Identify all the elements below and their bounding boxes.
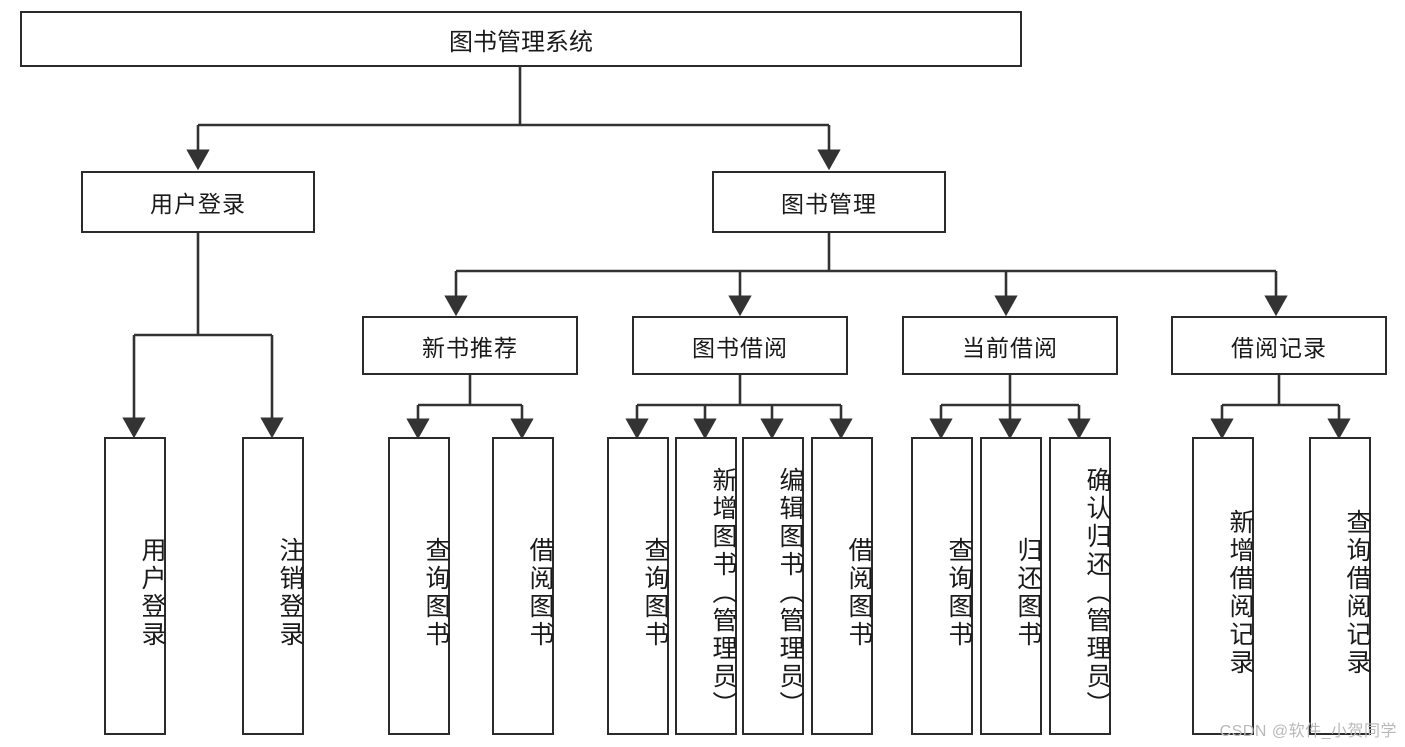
leaf-query-borrow-record[interactable]: 查询借阅记录 [1309,437,1371,735]
node-current-borrow[interactable]: 当前借阅 [902,316,1118,375]
leaf-query-borrow-record-label: 查询借阅记录 [1343,509,1371,677]
node-book-borrow-label: 图书借阅 [692,334,788,361]
node-book-manage-label: 图书管理 [781,191,877,217]
leaf-confirm-return[interactable]: 确认归还（管理员） [1049,437,1111,735]
leaf-confirm-return-label: 确认归还（管理员） [1083,467,1111,719]
leaf-add-borrow-record[interactable]: 新增借阅记录 [1192,437,1254,735]
node-book-manage[interactable]: 图书管理 [712,171,946,233]
node-user-login[interactable]: 用户登录 [81,171,315,233]
leaf-add-borrow-record-label: 新增借阅记录 [1226,509,1254,677]
leaf-query-book-1[interactable]: 查询图书 [388,437,450,735]
node-borrow-record-label: 借阅记录 [1231,334,1327,361]
node-new-book-recommend[interactable]: 新书推荐 [362,316,578,375]
leaf-user-login[interactable]: 用户登录 [104,437,166,735]
leaf-add-book[interactable]: 新增图书（管理员） [675,437,737,735]
leaf-borrow-book-2[interactable]: 借阅图书 [811,437,873,735]
node-user-login-label: 用户登录 [150,191,246,217]
leaf-query-book-2[interactable]: 查询图书 [607,437,669,735]
leaf-edit-book[interactable]: 编辑图书（管理员） [742,437,804,735]
node-new-book-recommend-label: 新书推荐 [422,334,518,361]
node-root[interactable]: 图书管理系统 [20,11,1022,67]
leaf-borrow-book-1[interactable]: 借阅图书 [492,437,554,735]
leaf-return-book[interactable]: 归还图书 [980,437,1042,735]
leaf-user-logout-label: 注销登录 [276,537,304,649]
node-borrow-record[interactable]: 借阅记录 [1171,316,1387,375]
csdn-watermark: CSDN @软件_小贺同学 [1219,723,1397,740]
leaf-return-book-label: 归还图书 [1014,537,1042,649]
node-current-borrow-label: 当前借阅 [962,334,1058,361]
leaf-user-login-label: 用户登录 [138,537,166,649]
leaf-add-book-label: 新增图书（管理员） [709,467,737,719]
node-root-label: 图书管理系统 [449,28,593,56]
leaf-user-logout[interactable]: 注销登录 [242,437,304,735]
leaf-query-book-2-label: 查询图书 [641,537,669,649]
leaf-edit-book-label: 编辑图书（管理员） [776,467,804,719]
leaf-query-book-3-label: 查询图书 [945,537,973,649]
node-book-borrow[interactable]: 图书借阅 [632,316,848,375]
leaf-query-book-1-label: 查询图书 [422,537,450,649]
leaf-borrow-book-1-label: 借阅图书 [526,537,554,649]
leaf-query-book-3[interactable]: 查询图书 [911,437,973,735]
leaf-borrow-book-2-label: 借阅图书 [845,537,873,649]
